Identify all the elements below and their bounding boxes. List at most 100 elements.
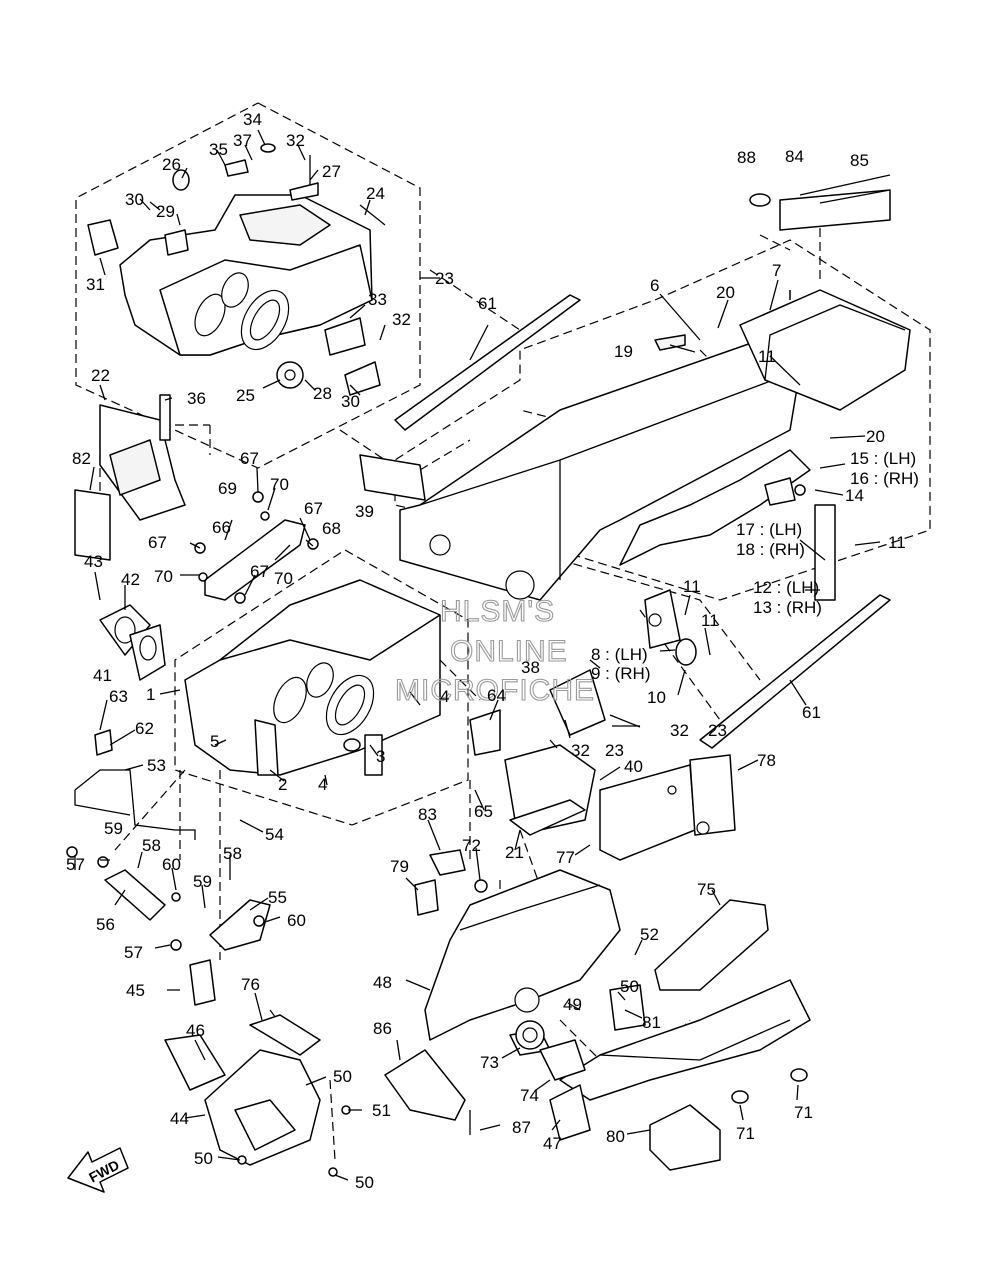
callout: 40 bbox=[624, 757, 643, 776]
callout: 67 bbox=[148, 533, 167, 552]
callout: 82 bbox=[72, 449, 91, 468]
callout: 67 bbox=[250, 562, 269, 581]
callout: 24 bbox=[366, 184, 385, 203]
callout: 84 bbox=[785, 147, 804, 166]
callout: 29 bbox=[156, 202, 175, 221]
callout: 41 bbox=[93, 666, 112, 685]
callout: 5 bbox=[210, 732, 219, 751]
callout: 67 bbox=[240, 449, 259, 468]
callout: 71 bbox=[794, 1103, 813, 1122]
watermark-line-2: ONLINE bbox=[450, 635, 568, 668]
callout: 20 bbox=[866, 427, 885, 446]
fwd-arrow-icon: FWD bbox=[67, 1147, 129, 1193]
callout: 30 bbox=[125, 190, 144, 209]
callout: 39 bbox=[355, 502, 374, 521]
callout: 72 bbox=[462, 836, 481, 855]
callout: 1 bbox=[146, 685, 155, 704]
callout: 85 bbox=[850, 151, 869, 170]
callout: 46 bbox=[186, 1021, 205, 1040]
callout: 76 bbox=[241, 975, 260, 994]
callout: 6 bbox=[650, 276, 659, 295]
upper-frame-assembly bbox=[87, 143, 386, 396]
callout: 45 bbox=[126, 981, 145, 1000]
callout: 2 bbox=[278, 775, 287, 794]
callout: 10 bbox=[647, 688, 666, 707]
callout: 70 bbox=[154, 567, 173, 586]
callout: 19 bbox=[614, 342, 633, 361]
callout: 59 bbox=[193, 872, 212, 891]
callout: 48 bbox=[373, 973, 392, 992]
callout: 28 bbox=[313, 384, 332, 403]
callout: 59 bbox=[104, 819, 123, 838]
callout: 87 bbox=[512, 1118, 531, 1137]
callout: 3 bbox=[376, 747, 385, 766]
watermark-line-1: HLSM'S bbox=[440, 595, 555, 628]
callout: 26 bbox=[162, 155, 181, 174]
callout: 81 bbox=[642, 1013, 661, 1032]
callout: 32 bbox=[670, 721, 689, 740]
callout: 18 : (RH) bbox=[736, 540, 805, 559]
callout: 36 bbox=[187, 389, 206, 408]
callout: 4 bbox=[440, 687, 449, 706]
callout: 11 bbox=[888, 533, 906, 552]
leader-lines bbox=[74, 129, 881, 1181]
callout: 23 bbox=[605, 741, 624, 760]
callout: 23 bbox=[435, 269, 454, 288]
callout: 52 bbox=[640, 925, 659, 944]
callout: 77 bbox=[556, 848, 575, 867]
callout: 58 bbox=[223, 844, 242, 863]
callout: 56 bbox=[96, 915, 115, 934]
rail-parts bbox=[394, 294, 891, 749]
callout: 35 bbox=[209, 140, 228, 159]
callout: 42 bbox=[121, 570, 140, 589]
front-bumper-assembly bbox=[66, 729, 271, 1006]
lower-body-parts bbox=[384, 849, 811, 1171]
callout: 75 bbox=[697, 880, 716, 899]
callout: 8 : (LH) bbox=[591, 645, 648, 664]
callout: 53 bbox=[147, 756, 166, 775]
callout: 37 bbox=[233, 131, 252, 150]
callout: 66 bbox=[212, 518, 231, 537]
callout: 21 bbox=[505, 843, 524, 862]
callout: 49 bbox=[563, 995, 582, 1014]
callout: 73 bbox=[480, 1053, 499, 1072]
callout: 54 bbox=[265, 825, 284, 844]
callout: 51 bbox=[372, 1101, 391, 1120]
callout: 22 bbox=[91, 366, 110, 385]
callout: 83 bbox=[418, 805, 437, 824]
callout: 20 bbox=[716, 283, 735, 302]
callout: 50 bbox=[620, 977, 639, 996]
callout: 11 bbox=[683, 577, 701, 596]
callout: 61 bbox=[802, 703, 821, 722]
callout: 60 bbox=[162, 855, 181, 874]
callout: 13 : (RH) bbox=[753, 598, 822, 617]
callout: 65 bbox=[474, 802, 493, 821]
callout: 78 bbox=[757, 751, 776, 770]
callout: 69 bbox=[218, 479, 237, 498]
callout: 64 bbox=[487, 686, 506, 705]
callout: 86 bbox=[373, 1019, 392, 1038]
callout: 27 bbox=[322, 162, 341, 181]
callout: 4 bbox=[318, 775, 327, 794]
callout: 68 bbox=[322, 519, 341, 538]
callout: 14 bbox=[845, 486, 864, 505]
callout: 32 bbox=[571, 741, 590, 760]
callout: 25 bbox=[236, 386, 255, 405]
callout: 15 : (LH) bbox=[850, 449, 916, 468]
main-tunnel-frame bbox=[359, 174, 911, 666]
callout: 16 : (RH) bbox=[850, 469, 919, 488]
center-parts-cluster bbox=[469, 669, 736, 1056]
bracket-assembly bbox=[194, 491, 319, 604]
callout: 17 : (LH) bbox=[736, 520, 802, 539]
callout: 58 bbox=[142, 836, 161, 855]
callout: 31 bbox=[86, 275, 105, 294]
callout: 79 bbox=[390, 857, 409, 876]
callout: 67 bbox=[304, 499, 323, 518]
callout: 43 bbox=[84, 552, 103, 571]
callout: 74 bbox=[520, 1086, 539, 1105]
callout: 9 : (RH) bbox=[591, 664, 651, 683]
callout: 11 bbox=[701, 611, 719, 630]
callout: 50 bbox=[355, 1173, 374, 1192]
callout: 44 bbox=[170, 1109, 189, 1128]
callout: 47 bbox=[543, 1134, 562, 1153]
